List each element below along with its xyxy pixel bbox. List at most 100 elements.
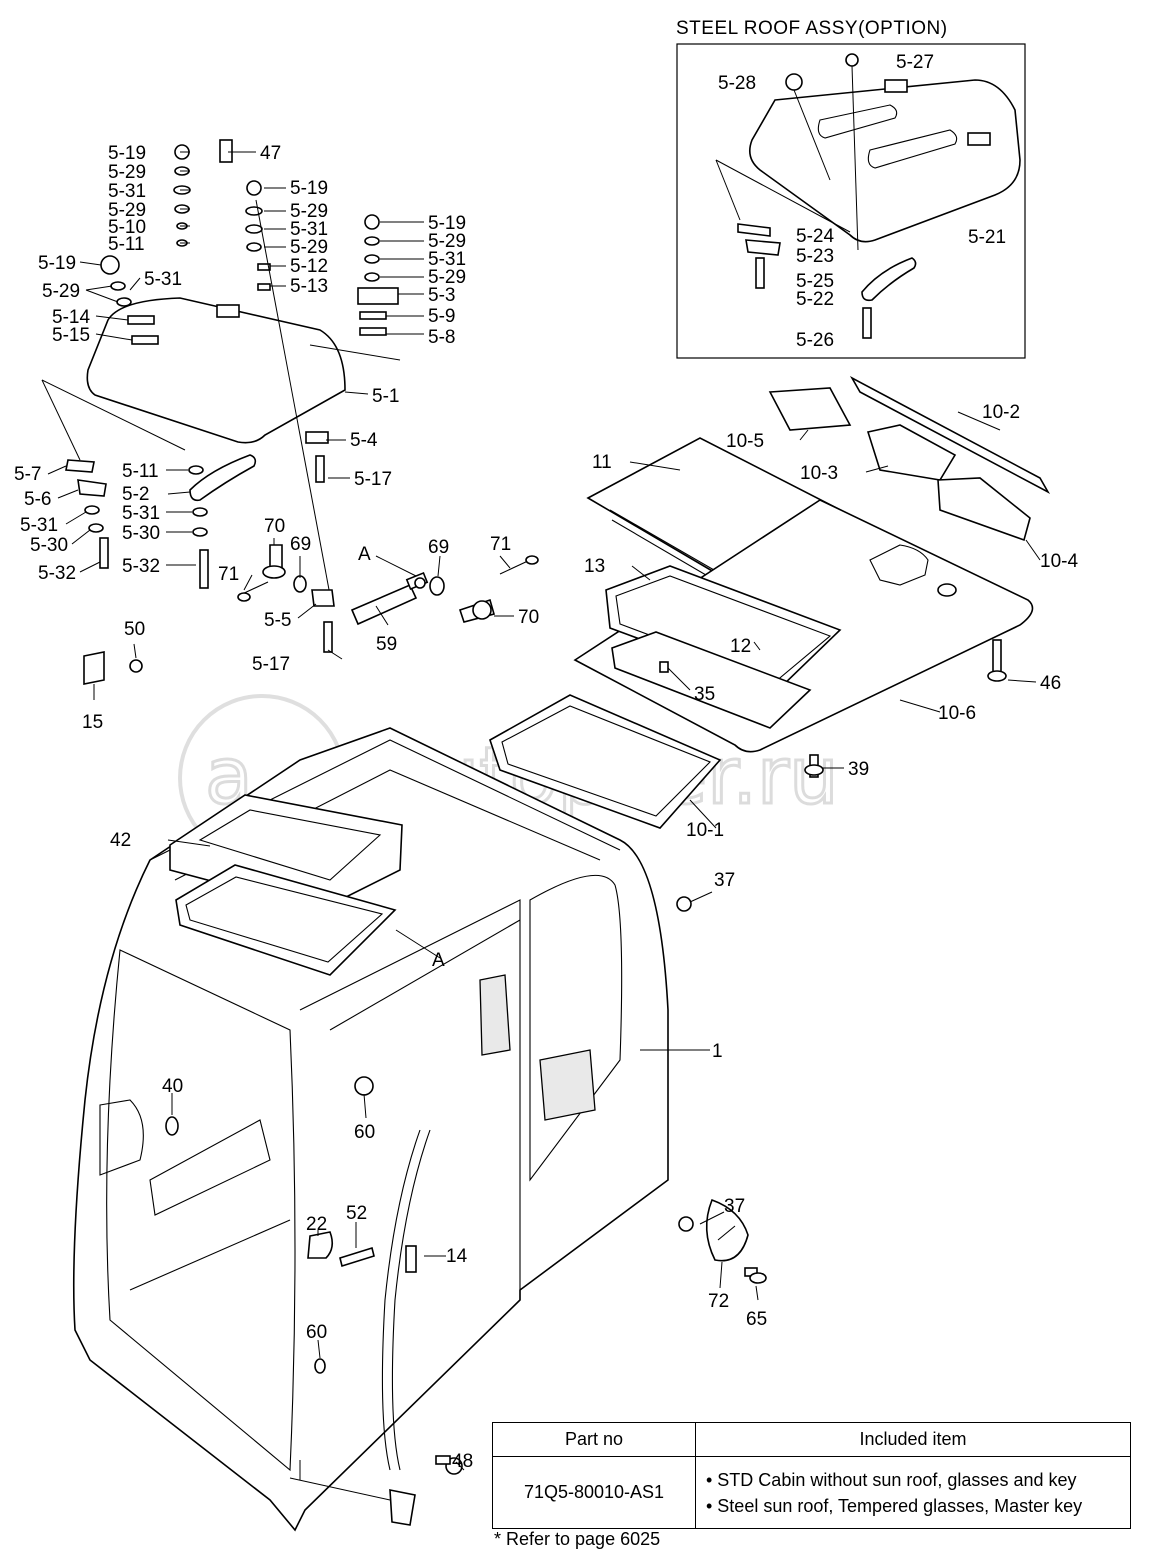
callout-30: 5-29	[42, 281, 80, 302]
callout-31: 5-14	[52, 307, 90, 328]
callout-76: 22	[306, 1214, 327, 1235]
callout-9: 5-29	[108, 162, 146, 183]
callout-54: 70	[518, 607, 539, 628]
callout-24: 5-29	[428, 267, 466, 288]
callout-43: 5-30	[30, 535, 68, 556]
steel-roof-option-parts	[715, 53, 1021, 339]
callout-57: 15	[82, 712, 103, 733]
callout-33: 5-1	[372, 386, 399, 407]
callout-66: 46	[1040, 673, 1061, 694]
callout-23: 5-31	[428, 249, 466, 270]
callout-70: 42	[110, 830, 131, 851]
header-included-item: Included item	[695, 1422, 1131, 1457]
callout-16: 5-29	[290, 201, 328, 222]
callout-48: 71	[218, 564, 239, 585]
callout-72: A	[432, 950, 445, 971]
callout-26: 5-9	[428, 306, 455, 327]
callout-20: 5-13	[290, 276, 328, 297]
callout-58: 10-2	[982, 402, 1020, 423]
callout-6: 5-22	[796, 289, 834, 310]
callout-71: 37	[714, 870, 735, 891]
callout-27: 5-8	[428, 327, 455, 348]
callout-83: 48	[452, 1451, 473, 1472]
callout-64: 12	[730, 636, 751, 657]
callout-63: 13	[584, 556, 605, 577]
cell-included-items: • STD Cabin without sun roof, glasses an…	[695, 1456, 1131, 1529]
callout-25: 5-3	[428, 285, 455, 306]
included-item: • Steel sun roof, Tempered glasses, Mast…	[706, 1495, 1083, 1516]
callout-49: A	[358, 544, 371, 565]
callout-18: 5-29	[290, 237, 328, 258]
callout-82: 60	[306, 1322, 327, 1343]
callout-60: 10-3	[800, 463, 838, 484]
roof-hatch-parts	[41, 139, 401, 653]
callout-5: 5-21	[968, 227, 1006, 248]
callout-21: 5-19	[428, 213, 466, 234]
roof-panel-parts	[489, 375, 1051, 829]
callout-37: 5-6	[24, 489, 51, 510]
callout-77: 52	[346, 1203, 367, 1224]
table-header-row: Part no Included item	[492, 1422, 1131, 1457]
callout-39: 5-2	[122, 484, 149, 505]
callout-35: 5-17	[354, 469, 392, 490]
cell-part-no: 71Q5-80010-AS1	[492, 1456, 696, 1529]
callout-10: 5-31	[108, 181, 146, 202]
callout-17: 5-31	[290, 219, 328, 240]
callout-22: 5-29	[428, 231, 466, 252]
callout-44: 5-32	[38, 563, 76, 584]
callout-1: 5-28	[718, 73, 756, 94]
callout-32: 5-15	[52, 325, 90, 346]
callout-42: 5-31	[20, 515, 58, 536]
callout-38: 5-11	[122, 461, 159, 482]
callout-7: 5-26	[796, 330, 834, 351]
callout-68: 10-1	[686, 820, 724, 841]
callout-75: 60	[354, 1122, 375, 1143]
callout-61: 11	[592, 452, 612, 473]
callout-45: 5-32	[122, 556, 160, 577]
callout-51: 71	[490, 534, 511, 555]
callout-62: 10-4	[1040, 551, 1078, 572]
option-box-title: STEEL ROOF ASSY(OPTION)	[676, 18, 948, 39]
callout-55: 5-17	[252, 654, 290, 675]
option-box-frame	[676, 43, 1026, 359]
callout-11: 5-29	[108, 200, 146, 221]
callout-41: 5-30	[122, 523, 160, 544]
gas-spring-parts	[83, 544, 539, 685]
callout-14: 47	[260, 143, 281, 164]
callout-69: 39	[848, 759, 869, 780]
cabin-frame	[72, 727, 767, 1532]
callout-50: 69	[428, 537, 449, 558]
callout-74: 40	[162, 1076, 183, 1097]
callout-3: 5-23	[796, 246, 834, 267]
callout-12: 5-10	[108, 217, 146, 238]
callout-36: 5-7	[14, 464, 41, 485]
header-part-no: Part no	[492, 1422, 696, 1457]
callout-13: 5-11	[108, 234, 145, 255]
callout-19: 5-12	[290, 256, 328, 277]
callout-28: 5-19	[38, 253, 76, 274]
callout-34: 5-4	[350, 430, 378, 451]
callout-56: 50	[124, 619, 145, 640]
footnote: * Refer to page 6025	[494, 1529, 661, 1549]
callout-8: 5-19	[108, 143, 146, 164]
callout-47: 69	[290, 534, 311, 555]
callout-80: 72	[708, 1291, 729, 1312]
callout-46: 70	[264, 516, 285, 537]
table-row: 71Q5-80010-AS1 • STD Cabin without sun r…	[492, 1456, 1131, 1529]
callout-52: 5-5	[264, 610, 291, 631]
included-item: • STD Cabin without sun roof, glasses an…	[706, 1469, 1077, 1490]
callout-29: 5-31	[144, 269, 182, 290]
callout-67: 10-6	[938, 703, 976, 724]
callout-4: 5-25	[796, 271, 834, 292]
callout-2: 5-24	[796, 226, 834, 247]
leader-lines	[47, 151, 1041, 1501]
callout-0: 5-27	[896, 52, 934, 73]
callout-79: 37	[724, 1196, 745, 1217]
callout-73: 1	[712, 1041, 723, 1062]
callout-59: 10-5	[726, 431, 764, 452]
parts-table: Part no Included item 71Q5-80010-AS1 • S…	[492, 1422, 1131, 1529]
callout-15: 5-19	[290, 178, 328, 199]
callout-53: 59	[376, 634, 397, 655]
callout-65: 35	[694, 684, 715, 705]
